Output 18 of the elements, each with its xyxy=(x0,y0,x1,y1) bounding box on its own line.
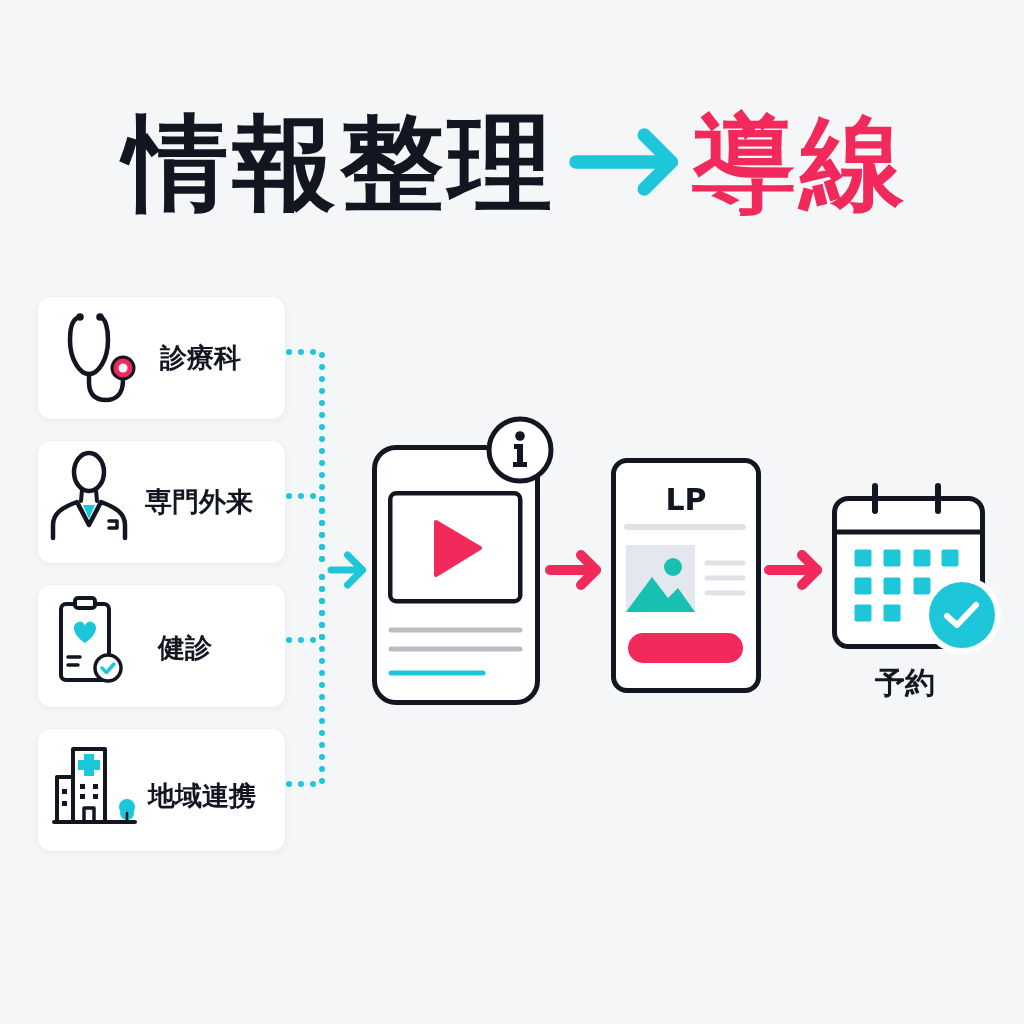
caption-text: 予約 xyxy=(875,664,935,702)
category-card xyxy=(38,441,285,563)
arrow xyxy=(327,551,366,589)
landing-page-mockup xyxy=(611,458,761,693)
category-card xyxy=(38,297,285,419)
title-text: 導線 xyxy=(686,103,914,223)
page-heading: LP xyxy=(665,482,707,518)
arrow xyxy=(569,128,678,196)
category-card xyxy=(38,729,285,851)
card-label: 診療科 xyxy=(160,341,241,375)
phone-screen-mockup xyxy=(372,445,540,705)
category-card xyxy=(38,585,285,707)
arrow xyxy=(764,550,822,590)
card-label: 地域連携 xyxy=(148,779,256,813)
card-label: 専門外来 xyxy=(145,485,253,519)
arrow xyxy=(545,550,601,590)
title-text: 情報整理 xyxy=(118,103,562,223)
card-label: 健診 xyxy=(158,631,212,665)
